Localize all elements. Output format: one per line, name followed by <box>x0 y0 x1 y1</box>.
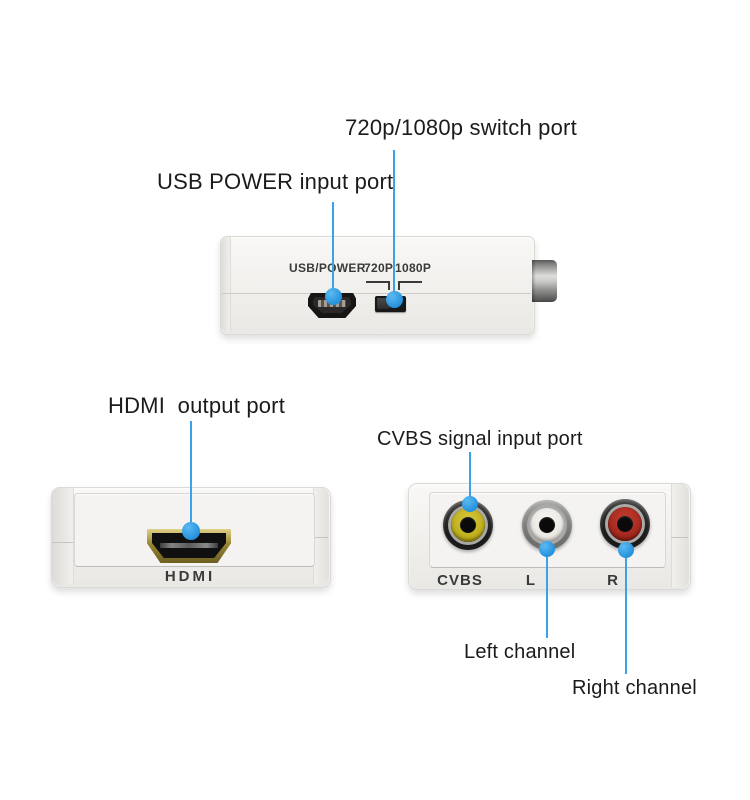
hdmi-view-left-edge <box>52 488 74 585</box>
left-channel-callout-dot <box>539 541 555 557</box>
hdmi-port-tongue <box>160 542 218 548</box>
cvbs-callout-dot <box>462 496 478 512</box>
hdmi-print: HDMI <box>164 568 216 585</box>
rca-jack-white-left <box>522 500 572 550</box>
usb-callout-line <box>332 202 334 296</box>
usb-power-print: USB/POWER <box>289 261 366 275</box>
right-channel-label: Right channel <box>572 677 697 699</box>
switch-port-label: 720p/1080p switch port <box>345 115 577 140</box>
usb-callout-dot <box>325 288 342 305</box>
left-channel-callout-line <box>546 552 548 638</box>
hdmi-callout-line <box>190 421 192 529</box>
cvbs-input-label: CVBS signal input port <box>377 428 583 450</box>
cvbs-callout-line <box>469 452 471 502</box>
case-seam-line <box>222 293 531 294</box>
rca-barrel-side-icon <box>532 260 557 302</box>
hdmi-output-label: HDMI output port <box>108 393 286 418</box>
res-720p-print: 720P <box>364 261 394 275</box>
cvbs-print: CVBS <box>437 572 483 589</box>
converter-side-body <box>220 236 535 335</box>
rca-red-hole <box>617 516 633 532</box>
r-print: R <box>607 572 621 589</box>
l-print: L <box>525 572 539 589</box>
bracket-1080p <box>398 281 422 290</box>
rca-white-hole <box>539 517 555 533</box>
bracket-720p <box>366 281 390 290</box>
rca-view-right-edge <box>671 484 689 587</box>
rca-right-notch <box>671 537 688 538</box>
right-channel-callout-line <box>625 552 627 674</box>
hdmi-right-notch <box>313 537 328 538</box>
converter-side-left-edge <box>221 237 231 332</box>
rca-yellow-hole <box>460 517 476 533</box>
hdmi-left-notch <box>52 542 73 543</box>
switch-callout-dot <box>386 291 403 308</box>
right-channel-callout-dot <box>618 542 634 558</box>
hdmi-callout-dot <box>182 522 200 540</box>
usb-power-label: USB POWER input port <box>157 169 394 194</box>
res-1080p-print: 1080P <box>395 261 432 275</box>
rca-jack-red-right <box>600 499 650 549</box>
rca-jack-yellow-cvbs <box>443 500 493 550</box>
switch-knob <box>377 298 390 309</box>
left-channel-label: Left channel <box>464 641 576 663</box>
switch-callout-line <box>393 150 395 298</box>
